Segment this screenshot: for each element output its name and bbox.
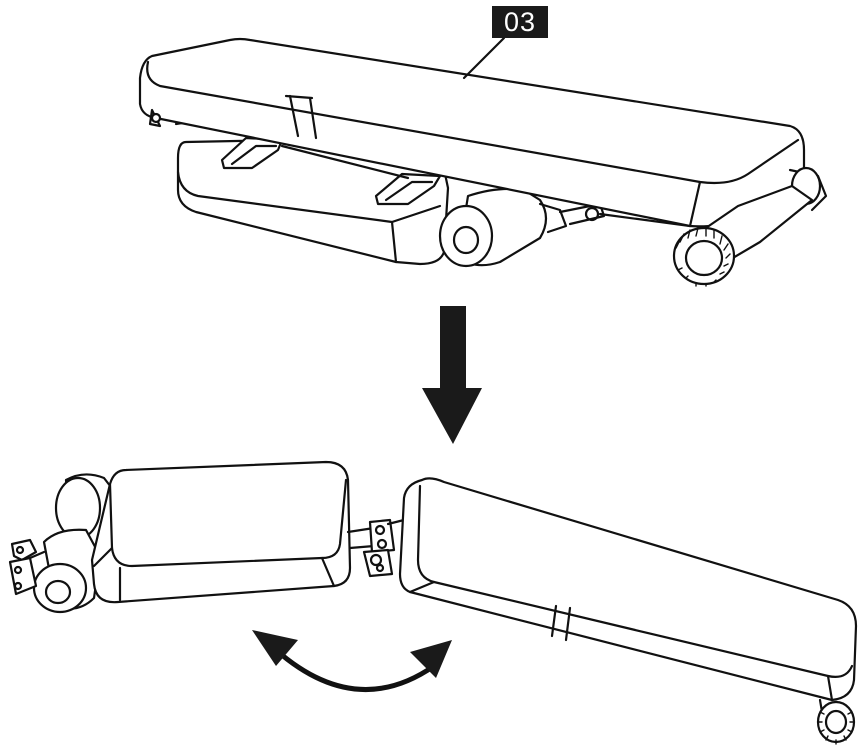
unfolded-hinge [346,518,406,586]
folded-wheel [672,166,828,287]
unfolded-seat-pad [90,460,352,604]
down-arrow-icon [422,306,482,444]
unfolded-bench [8,460,858,745]
folded-bench [138,36,828,287]
unfolded-back-pad [398,477,858,702]
folded-foam-roller [438,187,606,268]
label-leader-line [462,36,506,80]
folded-brackets [220,136,442,206]
unfolded-left-bracket [8,538,46,596]
double-arc-arrow-icon [252,630,452,693]
step-number-label: 03 [492,6,548,38]
unfolded-wheel [816,698,856,745]
